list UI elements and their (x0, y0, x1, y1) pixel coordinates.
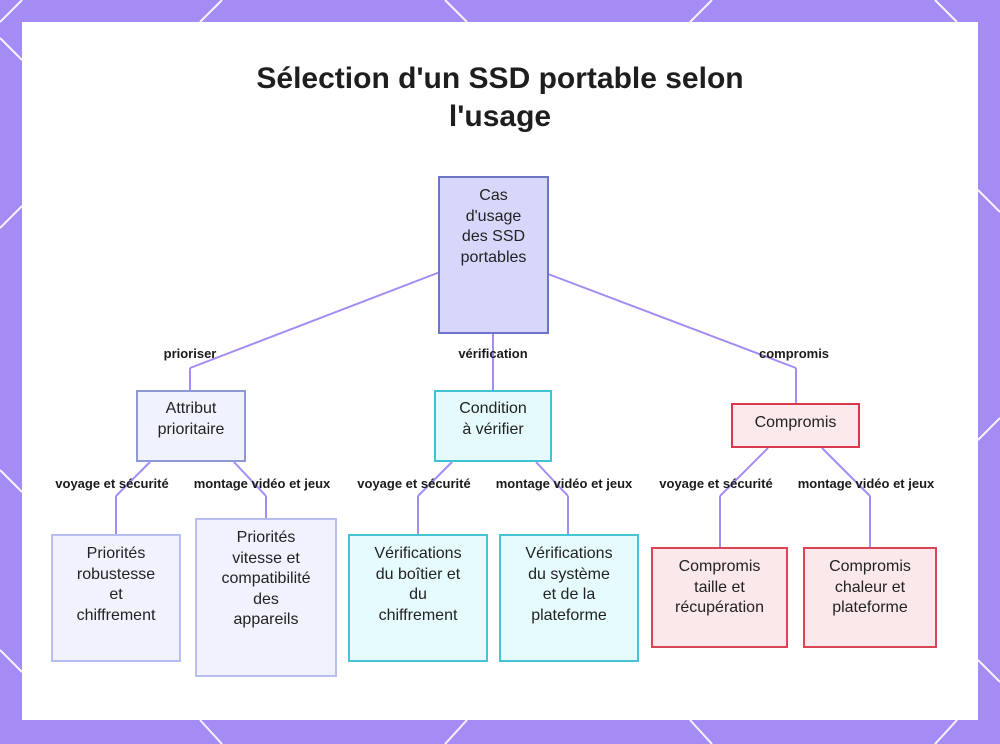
node-compromis-taille: Compromis taille et récupération (651, 547, 788, 648)
leaf-line: Compromis (678, 558, 761, 575)
node-attr-line: Attribut (165, 400, 217, 417)
leaf-line: et (109, 586, 123, 603)
leaf-line: chiffrement (76, 606, 156, 624)
leaf-line: compatibilité (221, 570, 311, 587)
node-root-line: des SSD (461, 228, 526, 245)
leaf-line: du système (528, 565, 610, 583)
leaf-line: du boîtier et (375, 565, 461, 583)
edge-cond-leaf4 (535, 461, 569, 497)
node-condition-a-verifier: Condition à vérifier (434, 390, 552, 462)
edge-label-comp-montage: montage vidéo et jeux (797, 476, 935, 491)
node-compromis-chaleur: Compromis chaleur et plateforme (803, 547, 937, 648)
node-priorites-robustesse: Priorités robustesse et chiffrement (51, 534, 181, 662)
node-verifications-boitier: Vérifications du boîtier et du chiffreme… (348, 534, 488, 662)
title-line-2: l'usage (448, 100, 552, 133)
leaf-line: chaleur et (834, 578, 906, 596)
diagram-title: Sélection d'un SSD portable selon l'usag… (0, 60, 1000, 136)
edge-label-cond-voyage: voyage et sécurité (357, 476, 471, 491)
node-comp-line: Compromis (754, 414, 837, 431)
leaf-line: du (409, 586, 427, 603)
edge-comp-leaf6 (821, 447, 871, 497)
node-attr-line: prioritaire (157, 420, 225, 438)
node-cond-line: Condition (459, 400, 527, 417)
leaf-line: Compromis (829, 558, 911, 575)
node-root-line: portables (460, 248, 527, 266)
edge-label-prioriser: prioriser (163, 346, 217, 361)
leaf-line: Vérifications (525, 545, 613, 562)
edge-label-attr-montage: montage vidéo et jeux (193, 476, 331, 491)
node-priorites-vitesse: Priorités vitesse et compatibilité des a… (195, 518, 337, 677)
edge-attr-leaf1 (115, 461, 151, 497)
node-root: Cas d'usage des SSD portables (438, 176, 549, 334)
edge-label-verification: vérification (458, 346, 528, 361)
node-cond-line: à vérifier (462, 420, 524, 438)
edge-comp-leaf5 (719, 447, 769, 497)
title-line-1: Sélection d'un SSD portable selon (256, 62, 744, 95)
leaf-line: Vérifications (374, 545, 462, 562)
node-root-line: d'usage (465, 207, 522, 225)
leaf-line: appareils (233, 611, 299, 628)
leaf-line: taille et (694, 578, 745, 596)
leaf-line: robustesse (76, 565, 156, 583)
edge-attr-leaf2 (233, 461, 267, 497)
edge-label-cond-montage: montage vidéo et jeux (495, 476, 633, 491)
leaf-line: des (253, 590, 279, 608)
leaf-line: et de la (542, 586, 596, 603)
leaf-line: Priorités (236, 529, 296, 546)
edge-root-attr (189, 271, 441, 369)
edge-label-attr-voyage: voyage et sécurité (55, 476, 169, 491)
node-verifications-systeme: Vérifications du système et de la platef… (499, 534, 639, 662)
leaf-line: plateforme (531, 606, 607, 624)
leaf-line: récupération (675, 599, 764, 616)
leaf-line: vitesse et (232, 549, 300, 567)
leaf-line: Priorités (86, 545, 146, 562)
node-compromis: Compromis (731, 403, 860, 448)
node-attribut-prioritaire: Attribut prioritaire (136, 390, 246, 462)
leaf-line: chiffrement (378, 606, 458, 624)
node-root-line: Cas (479, 187, 508, 204)
edge-cond-leaf3 (417, 461, 453, 497)
edge-root-comp (547, 273, 797, 369)
edge-label-compromis: compromis (758, 346, 830, 361)
leaf-line: plateforme (832, 599, 908, 616)
edge-label-comp-voyage: voyage et sécurité (659, 476, 773, 491)
